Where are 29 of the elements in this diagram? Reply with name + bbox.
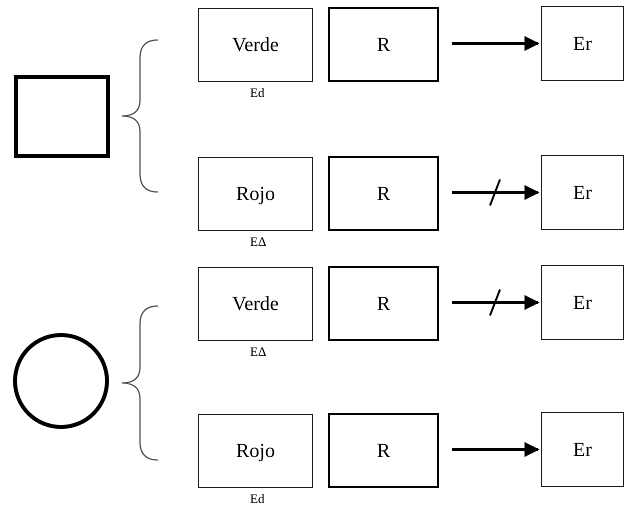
- box-label: Er: [573, 180, 592, 206]
- caption-text: Ed: [250, 86, 264, 99]
- box-label: Er: [573, 290, 592, 316]
- caption-text: EΔ: [250, 345, 266, 358]
- box-label: R: [376, 32, 390, 58]
- box-label: R: [376, 292, 390, 316]
- process-box: [541, 412, 624, 487]
- box-label: Verde: [232, 292, 279, 317]
- box-label: Er: [573, 32, 592, 56]
- box-label: Rojo: [236, 182, 275, 207]
- box-label: Er: [573, 438, 592, 462]
- box-label: Verde: [232, 33, 279, 58]
- box-shape: [14, 75, 110, 158]
- process-box: [328, 413, 439, 488]
- process-box: [198, 267, 313, 341]
- box-label: Rojo: [236, 439, 275, 464]
- caption-text: Ed: [250, 492, 264, 505]
- box-label: R: [376, 182, 390, 206]
- process-box: [328, 156, 439, 231]
- process-box: [541, 155, 624, 230]
- process-box: [541, 265, 624, 340]
- caption-text: EΔ: [250, 235, 266, 248]
- process-box: [198, 414, 313, 488]
- process-box: [541, 6, 624, 81]
- process-box: [328, 7, 439, 82]
- process-box: [198, 8, 313, 82]
- box-label: R: [376, 438, 390, 464]
- process-box: [328, 266, 439, 341]
- process-box: [198, 157, 313, 231]
